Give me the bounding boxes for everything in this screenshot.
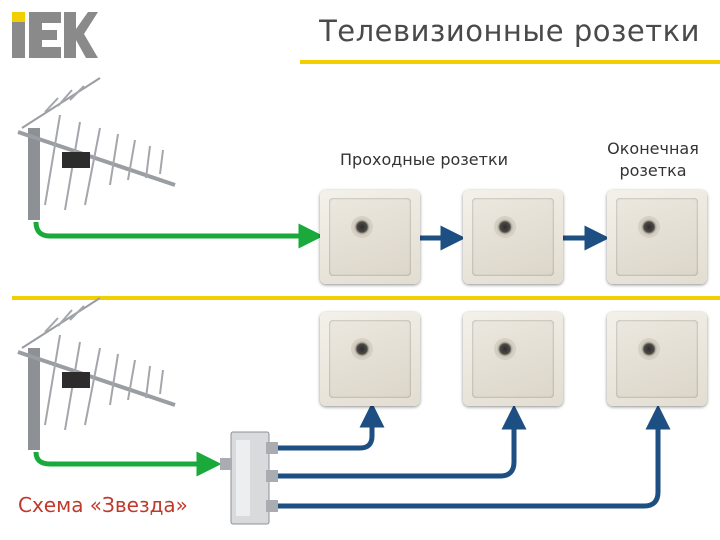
star-cable (278, 404, 527, 479)
tv-socket-icon (463, 312, 563, 406)
iek-logo (12, 12, 98, 58)
tv-socket-icon (320, 190, 420, 284)
section-divider (12, 296, 720, 300)
tv-socket-icon (607, 190, 707, 284)
tv-socket-icon (320, 312, 420, 406)
title-underline (300, 60, 720, 64)
splitter-icon (220, 431, 278, 525)
pass-through-sockets-label: Проходные розетки (340, 150, 508, 169)
tv-socket-icon (463, 190, 563, 284)
tv-socket-icon (607, 312, 707, 406)
antenna-cable (33, 221, 324, 249)
star-cable (278, 402, 385, 451)
antenna-icon (17, 297, 176, 450)
star-scheme-label: Схема «Звезда» (18, 493, 188, 517)
antenna-icon (17, 77, 176, 220)
antenna-cable (33, 451, 222, 477)
terminal-socket-label: Оконечная розетка (607, 139, 699, 180)
star-cable (278, 404, 671, 509)
page-title: Телевизионные розетки (319, 14, 700, 48)
